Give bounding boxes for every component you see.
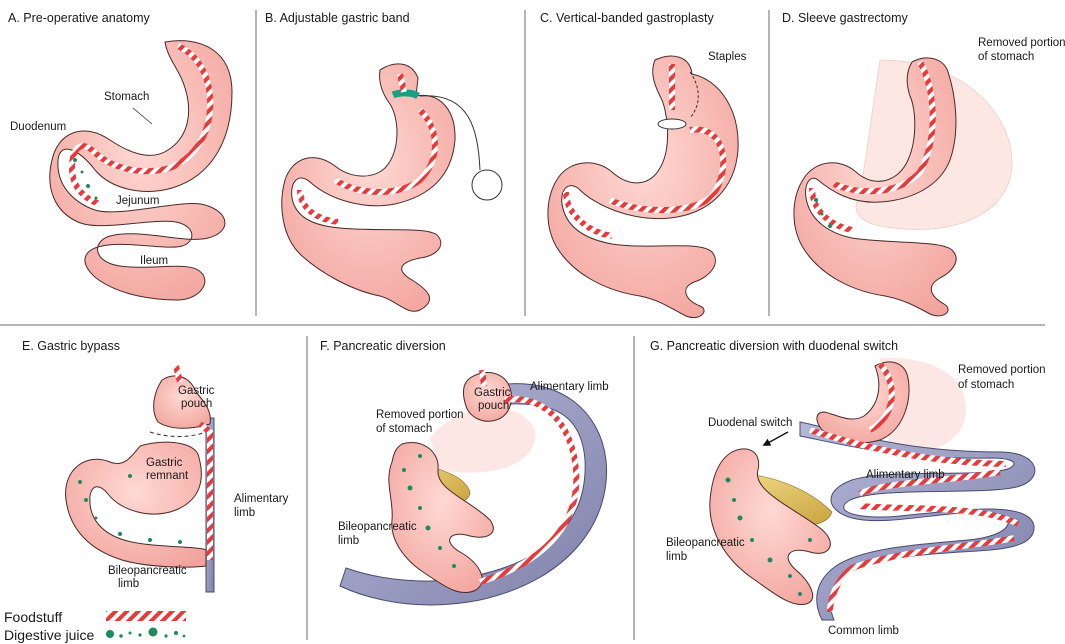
label-duodenum: Duodenum: [10, 121, 66, 133]
panel-g: G. Pancreatic diversion with duodenal sw…: [650, 339, 1046, 637]
label-g-removed-2: of stomach: [958, 379, 1014, 391]
label-f-pouch-1: Gastric: [474, 387, 511, 399]
panel-f: F. Pancreatic diversion Removed portion …: [320, 339, 609, 605]
panel-c-title: C. Vertical-banded gastroplasty: [540, 11, 714, 25]
legend-juice-label: Digestive juice: [4, 627, 94, 643]
panel-c: C. Vertical-banded gastroplasty Staples: [540, 11, 747, 318]
bypass-staple-line: [150, 432, 206, 437]
panel-f-title: F. Pancreatic diversion: [320, 339, 446, 353]
label-g-bilio-2: limb: [666, 551, 687, 563]
panel-a-title: A. Pre-operative anatomy: [8, 11, 150, 25]
band-port: [472, 170, 502, 200]
label-g-bilio-1: Bileopancreatic: [666, 537, 745, 549]
label-f-pouch-2: pouch: [478, 400, 509, 412]
stomach-leader: [133, 108, 152, 124]
vbg-gut-illustration: [548, 56, 738, 318]
legend: Foodstuff Digestive juice: [4, 609, 186, 643]
label-removed-1: Removed portion: [978, 37, 1065, 49]
panel-g-title: G. Pancreatic diversion with duodenal sw…: [650, 339, 898, 353]
legend-juice-swatch: [106, 628, 185, 639]
label-e-pouch-1: Gastric: [178, 385, 215, 397]
label-f-removed-1: Removed portion: [376, 409, 464, 421]
legend-food-swatch: [106, 611, 186, 621]
duodenal-switch-arrow: [766, 432, 788, 444]
legend-food-label: Foodstuff: [4, 609, 62, 625]
gastric-band: [393, 93, 418, 96]
label-e-alimentary-1: Alimentary: [234, 493, 289, 505]
label-f-removed-2: of stomach: [376, 423, 432, 435]
label-e-remnant-1: Gastric: [146, 457, 183, 469]
label-e-bilio-2: limb: [118, 578, 139, 590]
label-stomach: Stomach: [104, 91, 149, 103]
label-jejunum: Jejunum: [116, 195, 159, 207]
label-e-bilio-1: Bileopancreatic: [108, 565, 187, 577]
panel-e-title: E. Gastric bypass: [22, 339, 120, 353]
panel-e: E. Gastric bypass Gastric pouch Gastric …: [22, 339, 289, 592]
label-f-alimentary: Alimentary limb: [530, 381, 609, 393]
label-e-pouch-2: pouch: [181, 398, 212, 410]
panel-a: A. Pre-operative anatomy Stomach Duodenu…: [8, 11, 232, 300]
label-f-bilio-1: Bileopancreatic: [338, 521, 417, 533]
label-g-removed-1: Removed portion: [958, 364, 1046, 376]
label-removed-2: of stomach: [978, 51, 1034, 63]
vbg-ring: [658, 119, 686, 129]
panel-b: B. Adjustable gastric band: [265, 11, 502, 311]
label-ileum: Ileum: [140, 255, 168, 267]
panel-b-title: B. Adjustable gastric band: [265, 11, 410, 25]
label-g-duodenal-switch: Duodenal switch: [708, 417, 792, 429]
label-f-bilio-2: limb: [338, 535, 359, 547]
label-e-remnant-2: remnant: [146, 470, 189, 482]
panel-d-title: D. Sleeve gastrectomy: [782, 11, 908, 25]
band-gut-illustration: [282, 64, 455, 311]
label-g-common: Common limb: [828, 625, 899, 637]
label-staples: Staples: [708, 51, 747, 63]
label-e-alimentary-2: limb: [234, 507, 255, 519]
label-g-alimentary: Alimentary limb: [866, 469, 945, 481]
panel-d: D. Sleeve gastrectomy Removed portion of…: [782, 11, 1065, 316]
